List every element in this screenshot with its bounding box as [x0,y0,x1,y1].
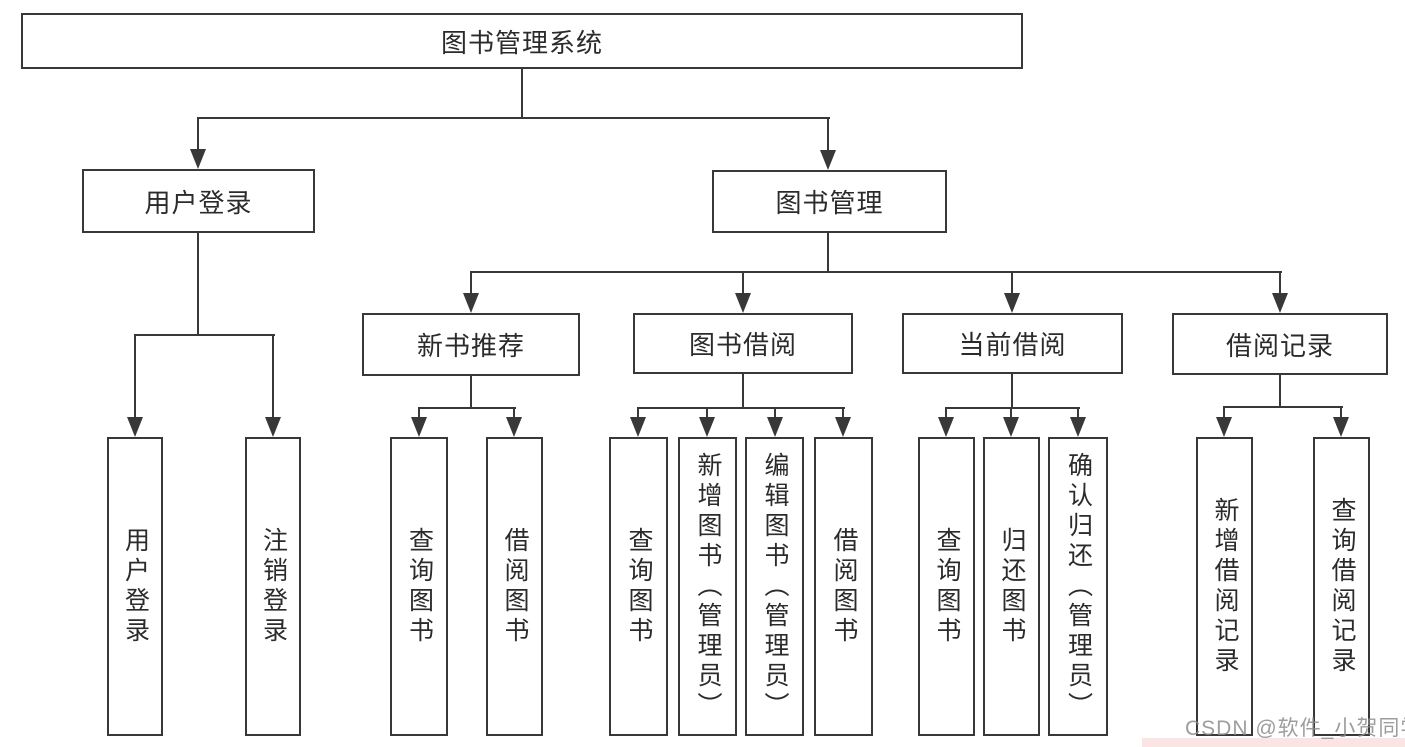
arrow-down-icon [127,417,143,437]
leaf-add-borrow-record: 新增借阅记录 [1196,437,1253,736]
leaf-label: 用户登录 [121,526,150,647]
connector-level3-bar [470,271,1282,273]
connector-book-borrow-bar [637,407,845,409]
leaf-label: 归还图书 [998,526,1026,647]
leaf-query-book-under-recommend: 查询图书 [390,437,448,736]
watermark-tint [1142,738,1405,747]
arrow-down-icon [630,417,646,437]
leaf-label: 注销登录 [259,526,288,647]
leaf-label: 查询图书 [405,526,434,647]
connector-stub [418,408,420,419]
leaf-borrow-book-under-borrow: 借阅图书 [814,437,873,736]
node-label: 用户登录 [144,187,253,218]
arrow-down-icon [1003,417,1019,437]
arrow-down-icon [767,417,783,437]
connector-stub [134,335,136,419]
connector-stub [742,272,744,295]
connector-stub [945,408,947,419]
arrow-down-icon [265,417,281,437]
arrow-down-icon [1216,417,1232,437]
arrow-down-icon [1333,417,1349,437]
connector-stub [470,272,472,295]
csdn-watermark: CSDN @软件_小贺同学 [1185,717,1405,740]
connector-stub [513,408,515,419]
arrow-down-icon [820,150,836,170]
connector-borrow-records-stem [1279,375,1281,408]
node-book-management: 图书管理 [712,170,947,233]
node-current-borrow: 当前借阅 [902,313,1123,374]
connector-stub [706,408,708,419]
arrow-down-icon [506,417,522,437]
connector-book-mgmt-stem [827,233,829,272]
node-root-library-management-system: 图书管理系统 [21,13,1023,69]
arrow-down-icon [835,417,851,437]
leaf-label: 借阅图书 [830,526,858,647]
leaf-confirm-return-admin: 确认归还（管理员） [1048,437,1108,736]
node-borrow-records: 借阅记录 [1172,313,1388,375]
leaf-borrow-book-under-recommend: 借阅图书 [486,437,543,736]
connector-stub [1077,408,1079,419]
connector-borrow-records-bar [1223,406,1343,408]
connector-current-borrow-bar [945,407,1080,409]
connector-stub [1011,272,1013,295]
leaf-logout: 注销登录 [245,437,301,736]
arrow-down-icon [1272,293,1288,313]
connector-new-book-bar [418,407,516,409]
connector-user-login-bar [134,334,275,336]
leaf-query-borrow-record: 查询借阅记录 [1313,437,1370,736]
arrow-down-icon [735,293,751,313]
connector-root-stem [521,69,523,118]
connector-new-book-stem [470,376,472,408]
connector-stub [827,118,829,152]
leaf-label: 查询图书 [933,526,961,647]
arrow-down-icon [699,417,715,437]
connector-stub [1340,407,1342,419]
node-label: 新书推荐 [416,331,525,361]
node-new-book-recommend: 新书推荐 [362,313,580,376]
leaf-query-book-under-borrow: 查询图书 [609,437,668,736]
connector-level2-bar [197,117,830,119]
leaf-add-book-admin: 新增图书（管理员） [678,437,737,736]
leaf-label: 新增借阅记录 [1211,496,1239,677]
node-label: 图书管理系统 [440,27,603,58]
leaf-return-book: 归还图书 [983,437,1040,736]
leaf-label: 新增图书（管理员） [694,451,722,722]
arrow-down-icon [1070,417,1086,437]
leaf-label: 查询借阅记录 [1328,496,1356,677]
arrow-down-icon [938,417,954,437]
arrow-down-icon [190,149,206,169]
arrow-down-icon [411,417,427,437]
connector-stub [1223,407,1225,419]
leaf-edit-book-admin: 编辑图书（管理员） [745,437,804,736]
connector-stub [1010,408,1012,419]
connector-stub [637,408,639,419]
connector-stub [842,408,844,419]
leaf-label: 编辑图书（管理员） [761,451,789,722]
node-label: 图书借阅 [688,330,797,360]
leaf-query-book-under-current: 查询图书 [918,437,975,736]
leaf-label: 确认归还（管理员） [1064,451,1093,722]
arrow-down-icon [1004,293,1020,313]
leaf-label: 查询图书 [625,526,653,647]
node-label: 借阅记录 [1225,330,1334,361]
connector-stub [272,335,274,419]
leaf-label: 借阅图书 [501,526,529,647]
node-book-borrow: 图书借阅 [633,313,853,374]
connector-book-borrow-stem [742,374,744,408]
arrow-down-icon [463,293,479,313]
connector-stub [1279,272,1281,295]
node-user-login: 用户登录 [82,169,315,233]
connector-user-login-stem [197,233,199,335]
connector-stub [774,408,776,419]
connector-current-borrow-stem [1011,374,1013,408]
leaf-user-login: 用户登录 [107,437,163,736]
node-label: 图书管理 [775,188,884,218]
connector-stub [197,118,199,151]
node-label: 当前借阅 [958,330,1067,360]
